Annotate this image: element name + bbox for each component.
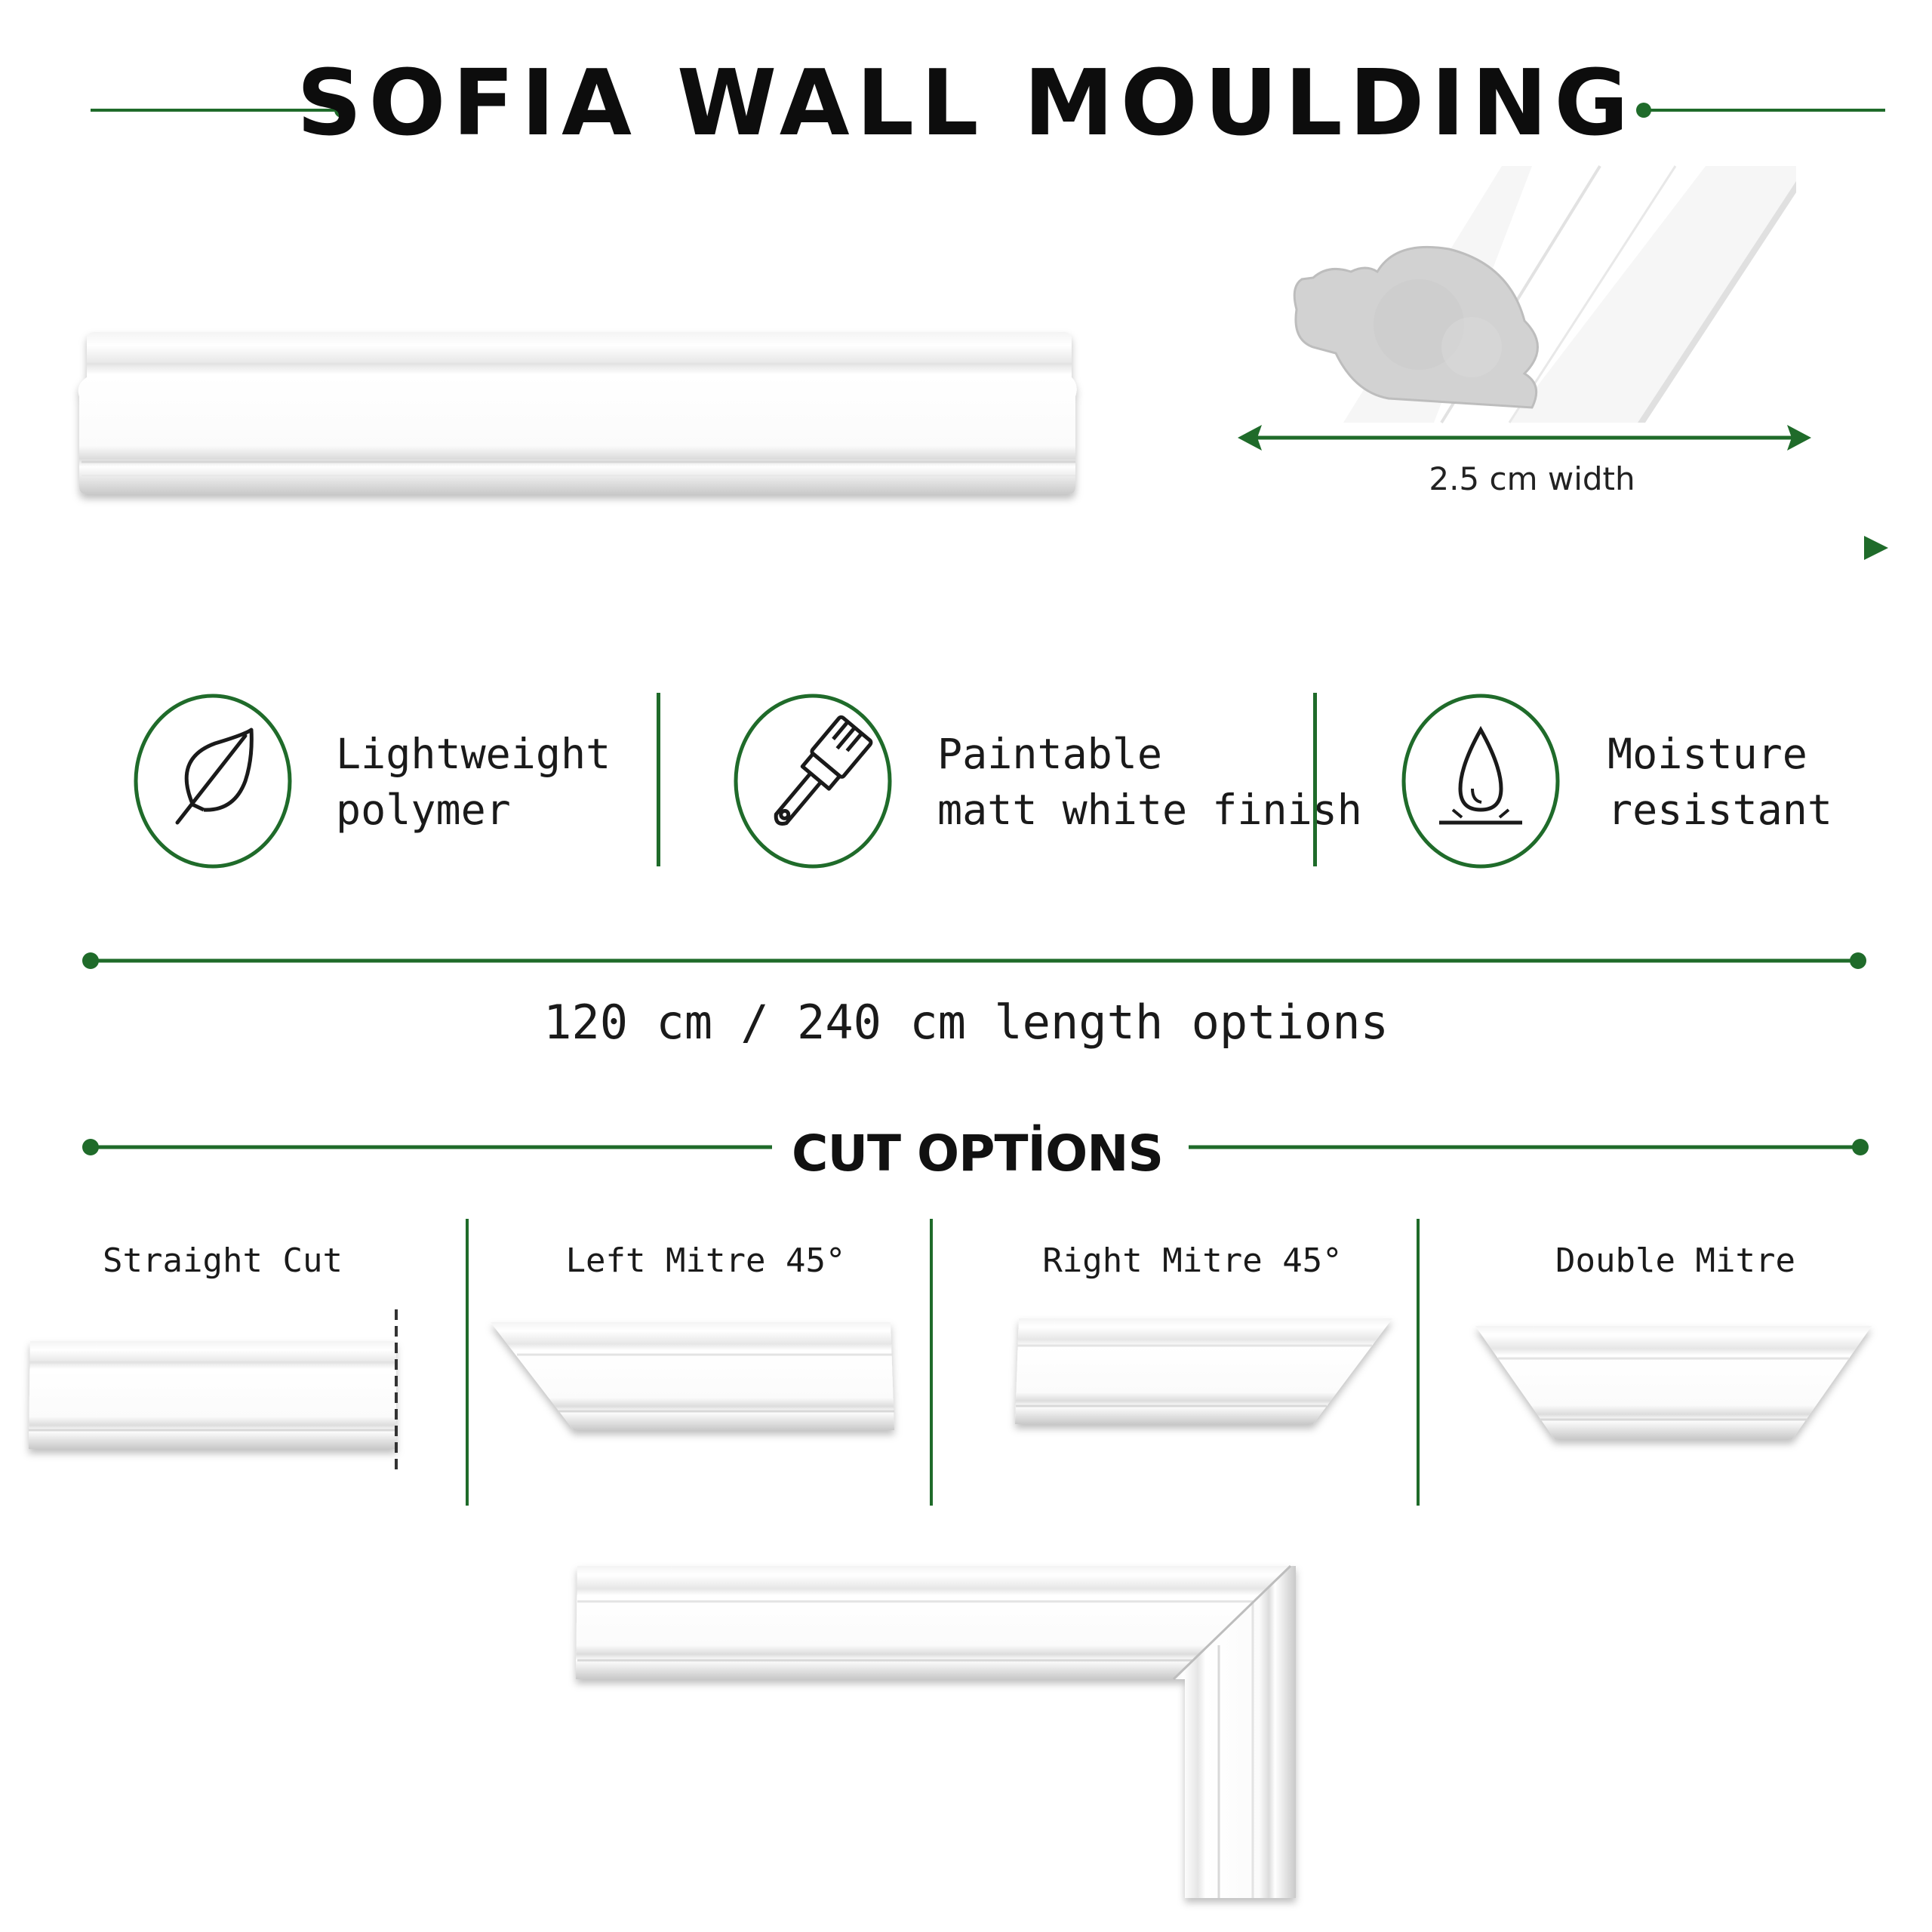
feature-line: matt white finish (937, 786, 1362, 834)
play-marker-icon (1864, 536, 1888, 560)
page-title: SOFIA WALL MOULDING (297, 51, 1635, 156)
feature-line: polymer (336, 786, 511, 834)
cut-double-mitre-image (1475, 1326, 1872, 1439)
leaf-icon (134, 694, 292, 869)
cut-divider (930, 1219, 933, 1506)
cut-straight-image (29, 1309, 398, 1472)
mitred-corner-image (576, 1564, 1296, 1898)
title-right-rule (1636, 103, 1885, 118)
feature-moisture: Moisture resistant (1607, 726, 1832, 838)
feature-line: Moisture (1607, 730, 1807, 778)
cut-divider (466, 1219, 469, 1506)
moulding-profile-view (1293, 165, 1796, 424)
cut-label-left-mitre: Left Mitre 45° (565, 1241, 846, 1280)
feature-line: Paintable (937, 730, 1163, 778)
cut-heading-left-rule (82, 1139, 772, 1155)
cut-options-heading: CUT OPTİONS (792, 1124, 1164, 1183)
cut-divider (1417, 1219, 1420, 1506)
cut-left-mitre-image (491, 1322, 894, 1430)
feature-divider (1313, 693, 1317, 866)
moulding-front-view (78, 332, 1077, 494)
width-dimension-arrow (1238, 425, 1811, 451)
cut-label-straight: Straight Cut (103, 1241, 343, 1280)
feature-line: resistant (1607, 786, 1833, 834)
title-left-rule (91, 103, 349, 118)
length-options-label: 120 cm / 240 cm length options (543, 995, 1389, 1050)
length-dimension-rule (82, 952, 1866, 969)
cut-heading-right-rule (1189, 1139, 1869, 1155)
width-label: 2.5 cm width (1429, 460, 1635, 497)
paintbrush-icon (734, 694, 892, 869)
water-drop-icon (1401, 694, 1560, 869)
feature-line: Lightweight (336, 730, 611, 778)
feature-lightweight: Lightweight polymer (336, 726, 611, 838)
cut-label-double-mitre: Double Mitre (1555, 1241, 1795, 1280)
feature-divider (657, 693, 660, 866)
feature-paintable: Paintable matt white finish (937, 726, 1362, 838)
cut-label-right-mitre: Right Mitre 45° (1042, 1241, 1343, 1280)
cut-right-mitre-image (1015, 1318, 1392, 1424)
